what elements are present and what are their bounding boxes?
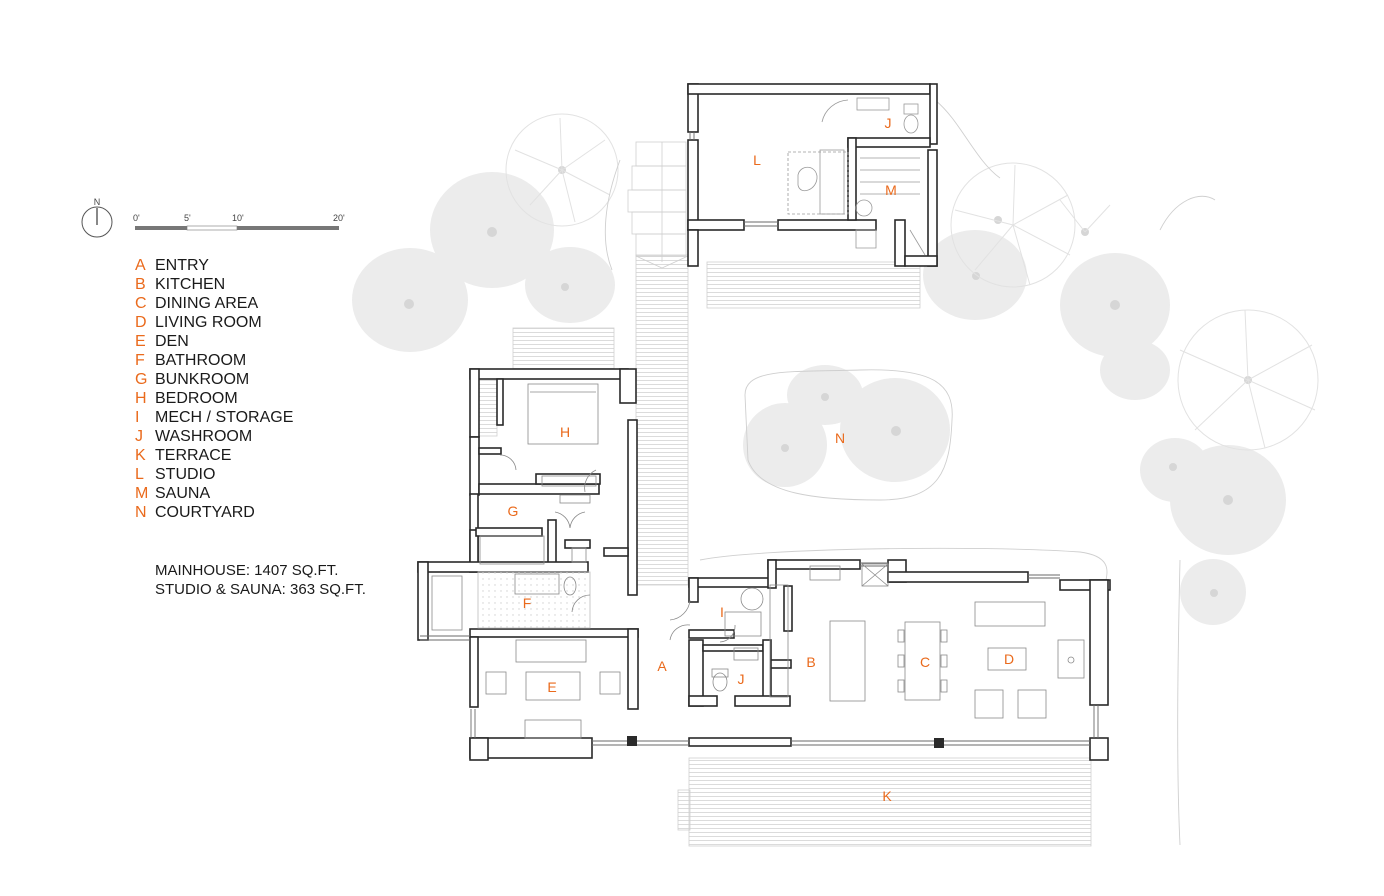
legend-label: DINING AREA (155, 295, 259, 312)
scale-tick: 5' (184, 213, 191, 223)
room-labels: A B C D E F G H I J J K L M N (508, 115, 1015, 804)
decking (472, 141, 1092, 847)
area-summary: MAINHOUSE: 1407 SQ.FT. STUDIO & SAUNA: 3… (155, 561, 366, 599)
scale-tick: 20' (333, 213, 345, 223)
legend-letter: B (135, 276, 146, 293)
furniture (431, 383, 1085, 739)
room-label-n: N (835, 430, 845, 446)
legend-item: H BEDROOM (135, 389, 293, 408)
legend-letter: C (135, 295, 147, 312)
legend-label: DEN (155, 333, 189, 350)
legend-letter: L (135, 466, 144, 483)
room-label-e: E (547, 679, 556, 695)
legend-label: ENTRY (155, 257, 209, 274)
legend-item: E DEN (135, 332, 293, 351)
legend-letter: M (135, 485, 149, 502)
room-label-i: I (720, 604, 724, 620)
legend-label: STUDIO (155, 466, 216, 483)
legend-label: BEDROOM (155, 390, 238, 407)
legend-item: G BUNKROOM (135, 370, 293, 389)
north-label: N (94, 197, 101, 207)
room-label-b: B (806, 654, 815, 670)
legend-item: L STUDIO (135, 465, 293, 484)
legend-label: LIVING ROOM (155, 314, 262, 331)
legend-letter: J (135, 428, 143, 445)
legend-item: B KITCHEN (135, 275, 293, 294)
studio-sauna-area: STUDIO & SAUNA: 363 SQ.FT. (155, 581, 366, 598)
legend-item: M SAUNA (135, 484, 293, 503)
terrace-step (677, 789, 691, 831)
legend-letter: N (135, 504, 147, 521)
legend-item: C DINING AREA (135, 294, 293, 313)
legend-label: MECH / STORAGE (155, 409, 294, 426)
legend-letter: H (135, 390, 147, 407)
tree-canopy-lines (505, 113, 1319, 451)
courtyard-boundary (604, 99, 1216, 846)
terrace-deck (688, 757, 1092, 847)
room-label-a: A (657, 658, 667, 674)
legend-item: I MECH / STORAGE (135, 408, 293, 427)
studio-walls (687, 83, 938, 267)
legend-letter: G (135, 371, 148, 388)
scale-bar: 0' 5' 10' 20' (133, 213, 345, 231)
scale-tick: 10' (232, 213, 244, 223)
studio-deck (706, 261, 921, 309)
main-house-walls (417, 368, 1111, 761)
legend-item: A ENTRY (135, 256, 293, 275)
boardwalk (635, 254, 689, 586)
legend-item: F BATHROOM (135, 351, 293, 370)
room-label-j-studio: J (885, 115, 892, 131)
legend-item: K TERRACE (135, 446, 293, 465)
room-label-j-main: J (738, 671, 745, 687)
room-label-m: M (885, 182, 897, 198)
studio-fixtures (787, 97, 926, 256)
room-label-f: F (523, 595, 532, 611)
room-label-k: K (882, 788, 892, 804)
room-label-h: H (560, 424, 570, 440)
mainhouse-area: MAINHOUSE: 1407 SQ.FT. (155, 562, 339, 579)
room-label-l: L (753, 152, 761, 168)
legend-label: SAUNA (155, 485, 211, 502)
north-arrow: N (81, 197, 113, 238)
stair-treads (627, 141, 689, 269)
legend-item: J WASHROOM (135, 427, 293, 446)
tree-canopy (525, 247, 615, 323)
legend-item: N COURTYARD (135, 503, 293, 522)
room-label-d: D (1004, 651, 1014, 667)
legend-label: KITCHEN (155, 276, 226, 293)
room-label-g: G (508, 503, 519, 519)
legend-letter: K (135, 447, 146, 464)
legend-letter: F (135, 352, 145, 369)
legend-letter: A (135, 257, 146, 274)
bedroom-deck (512, 327, 615, 371)
legend-letter: I (135, 409, 140, 426)
room-label-c: C (920, 654, 930, 670)
legend-letter: D (135, 314, 147, 331)
scale-tick: 0' (133, 213, 140, 223)
legend-label: WASHROOM (155, 428, 253, 445)
legend-label: BATHROOM (155, 352, 247, 369)
window-mullions (627, 736, 944, 748)
legend-letter: E (135, 333, 146, 350)
legend-label: BUNKROOM (155, 371, 250, 388)
legend-item: D LIVING ROOM (135, 313, 293, 332)
tree-canopy (1100, 340, 1170, 400)
legend-label: COURTYARD (155, 504, 255, 521)
legend-label: TERRACE (155, 447, 232, 464)
